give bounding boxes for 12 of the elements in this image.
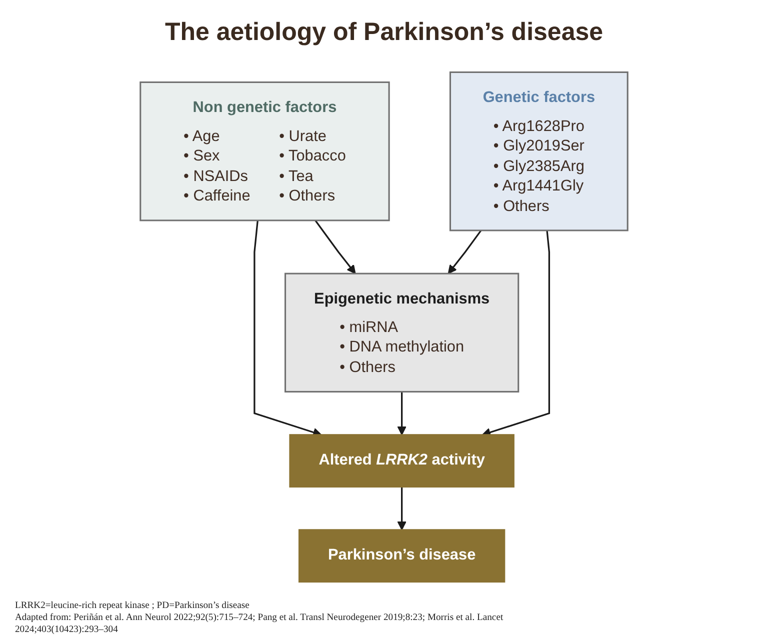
node-box: Genetic factors • Arg1628Pro • Gly2019Ser • Gly2385Arg • Arg1441Gly • Others — [449, 71, 628, 232]
arrow — [448, 230, 482, 274]
footnote: LRRK2=leucine-rich repeat kinase ; PD=Parkinson’s disease — [15, 600, 250, 612]
arrow — [397, 392, 406, 436]
arrow — [397, 486, 406, 530]
node-box: Non genetic factors • Age • Sex • NSAIDs • Caffeine • Urate • Tobacco • Tea • Others — [140, 81, 390, 222]
node-box: Altered LRRK2 activity — [289, 434, 514, 488]
node-box: Parkinson’s disease — [298, 529, 506, 583]
node-box: Epigenetic mechanisms • miRNA • DNA methylation • Others — [284, 272, 520, 392]
footnote: Adapted from: Periñán et al. Ann Neurol 2022;92(5):715–724; Pang et al. Transl Neurodegener 2019;8:23; Morris et al. Lancet 2024;403(10423):293–304 — [15, 612, 504, 636]
arrow — [314, 220, 356, 274]
diagram-title: The aetiology of Parkinson’s disease — [164, 18, 604, 47]
